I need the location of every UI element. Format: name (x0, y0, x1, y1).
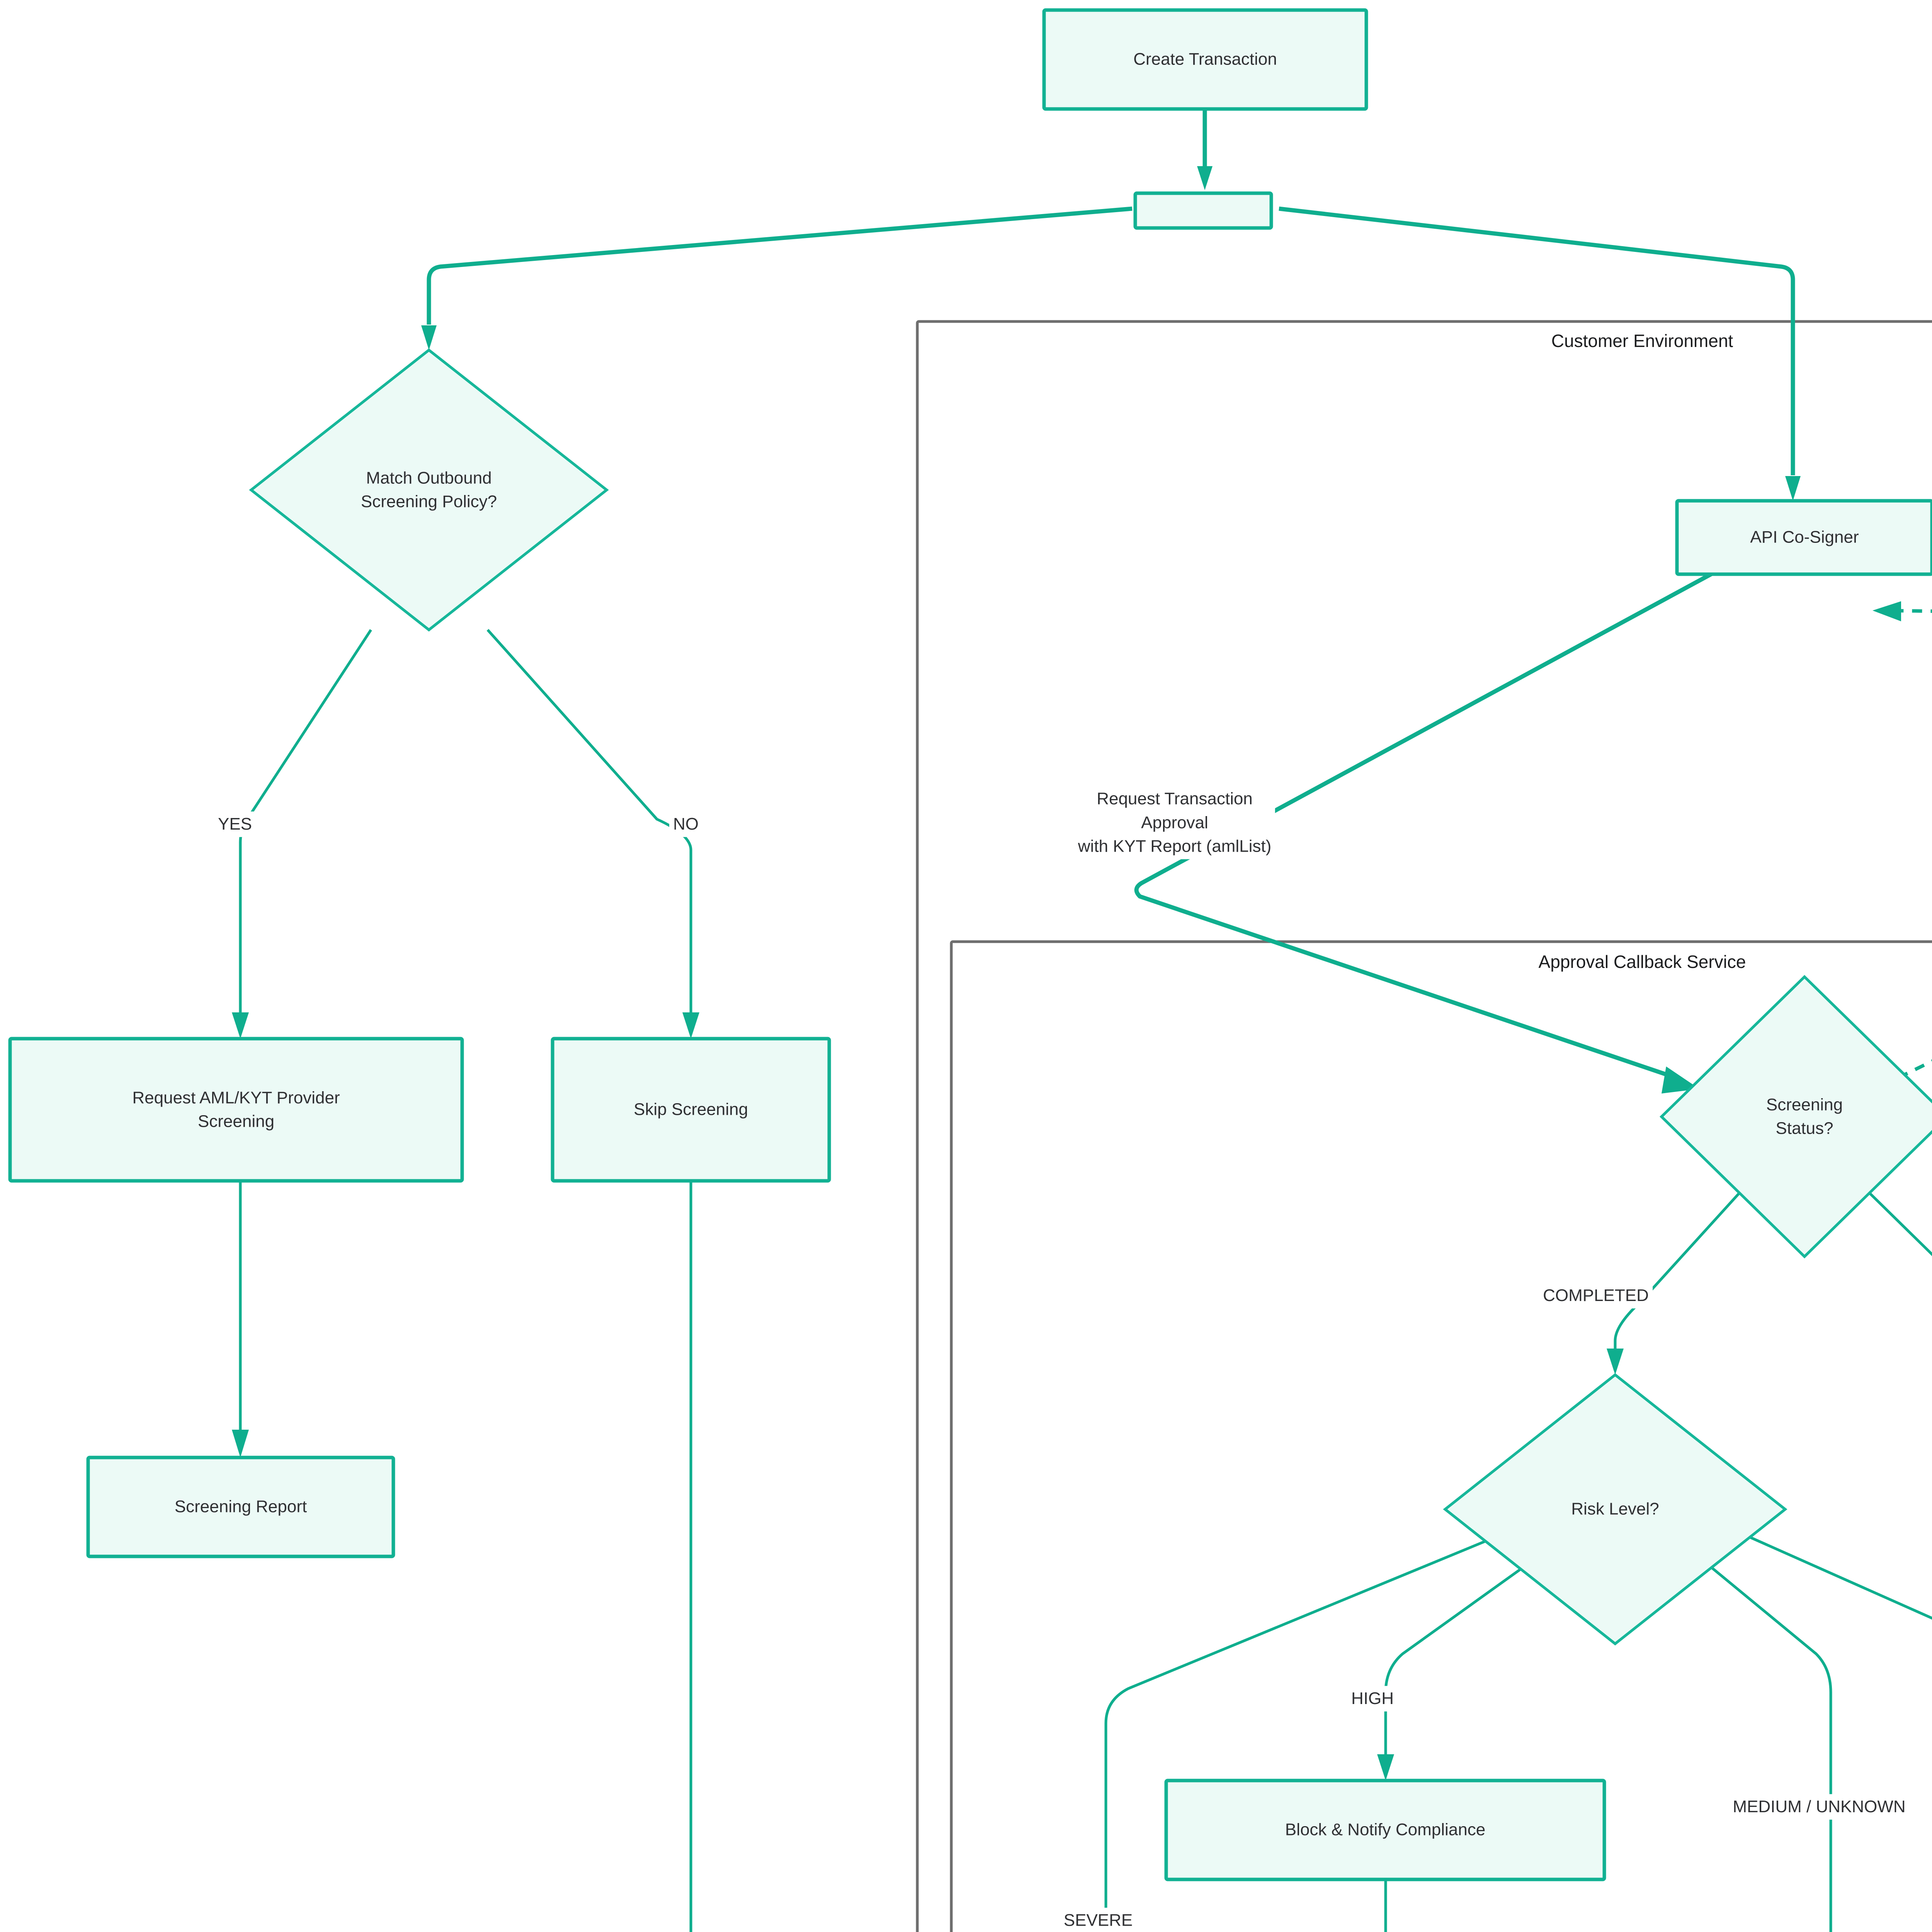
arrowhead-create-to-junction (1197, 166, 1213, 190)
edge-label-completed: COMPLETED (1539, 1283, 1653, 1308)
edge-label-yes: YES (214, 811, 256, 837)
node-create-transaction[interactable] (1042, 8, 1368, 111)
arrowhead-junction-to-match-policy (421, 325, 437, 350)
node-screening-report[interactable] (86, 1456, 395, 1558)
arrowhead-match-policy-no (682, 1012, 699, 1039)
node-screening-status[interactable] (1659, 975, 1932, 1259)
node-request-aml-kyt-provider-screening[interactable] (8, 1037, 464, 1183)
edge-label-severe: SEVERE (1060, 1908, 1137, 1932)
edge-label-medium-unknown: MEDIUM / UNKNOWN (1729, 1794, 1910, 1820)
edge-label-request-transaction-approval: Request Transaction Approval with KYT Re… (1074, 786, 1276, 859)
cluster-title-customer-environment: Customer Environment (1551, 331, 1733, 351)
node-junction[interactable] (1133, 191, 1273, 230)
node-risk-level[interactable] (1443, 1373, 1787, 1646)
node-api-co-signer[interactable] (1675, 499, 1932, 576)
arrowhead-risk-high (1377, 1754, 1394, 1781)
edge-cosigner-to-status (1134, 572, 1713, 1080)
edge-match-policy-no (486, 629, 692, 1012)
edge-label-high: HIGH (1347, 1686, 1398, 1711)
arrowhead-cosigner-to-status (1662, 1066, 1699, 1094)
arrowhead-match-policy-yes (232, 1012, 249, 1039)
node-match-outbound-screening-policy[interactable] (249, 348, 609, 632)
arrowhead-status-to-risk (1607, 1349, 1624, 1375)
cluster-title-approval-callback-service: Approval Callback Service (1538, 952, 1746, 972)
node-block-and-notify-compliance[interactable] (1164, 1779, 1606, 1881)
edge-risk-medium (1660, 1525, 1832, 1932)
edge-junction-to-api-cosigner (1279, 206, 1795, 475)
edge-label-no: NO (669, 811, 702, 837)
arrowhead-status-to-cosigner-pending (1872, 601, 1901, 621)
arrowhead-provider-to-report (232, 1430, 249, 1458)
cluster-approval-callback-service (950, 940, 1932, 1932)
edge-match-policy-yes (239, 629, 372, 1012)
node-skip-screening[interactable] (551, 1037, 831, 1183)
edge-junction-to-match-policy (427, 206, 1133, 325)
arrowhead-junction-to-api-cosigner (1785, 476, 1801, 501)
edge-risk-severe (1104, 1523, 1527, 1932)
